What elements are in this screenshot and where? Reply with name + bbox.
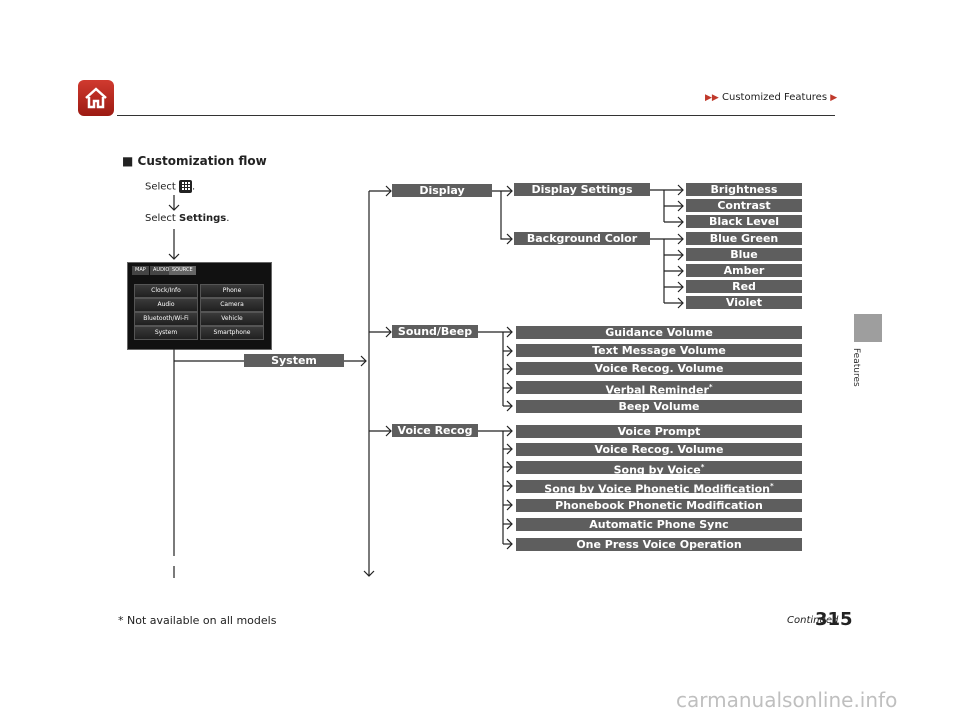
node-display: Display xyxy=(392,184,492,197)
screen-tab: MAP xyxy=(132,266,149,275)
section-tab xyxy=(854,314,882,342)
screen-button: Camera xyxy=(200,298,264,312)
section-title-text: Customization flow xyxy=(137,154,267,168)
node-red: Red xyxy=(686,280,802,293)
node-system: System xyxy=(244,354,344,367)
asterisk-mark: * xyxy=(770,482,774,490)
asterisk-mark: * xyxy=(708,383,713,391)
step-settings-label: Select xyxy=(145,213,176,224)
screen-tab: SOURCE xyxy=(169,266,196,275)
node-blue-green: Blue Green xyxy=(686,232,802,245)
screen-button: Vehicle xyxy=(200,312,264,326)
step-settings-bold: Settings xyxy=(179,213,227,224)
node-verbal-reminder: Verbal Reminder* xyxy=(516,381,802,394)
screen-button: Audio xyxy=(134,298,198,312)
node-song-phonetic-label: Song by Voice Phonetic Modification xyxy=(544,482,771,493)
step-select-suffix: . xyxy=(192,181,196,193)
home-button[interactable] xyxy=(78,80,114,116)
settings-screen-image: MAP AUDIO SOURCE Clock/Info Phone Audio … xyxy=(127,262,272,350)
node-text-message-volume: Text Message Volume xyxy=(516,344,802,357)
watermark: carmanualsonline.info xyxy=(676,688,898,712)
screen-button: Clock/Info xyxy=(134,284,198,298)
breadcrumb-arrow-icon: ▶▶ xyxy=(705,93,719,103)
node-black-level: Black Level xyxy=(686,215,802,228)
section-tab-label: Features xyxy=(851,348,861,387)
node-background-color: Background Color xyxy=(514,232,650,245)
breadcrumb-label: Customized Features xyxy=(722,92,828,103)
screen-button: Smartphone xyxy=(200,326,264,340)
step-settings-suffix: . xyxy=(226,213,230,224)
section-marker: ■ xyxy=(122,154,134,168)
node-song-phonetic: Song by Voice Phonetic Modification* xyxy=(516,480,802,493)
breadcrumb-arrow-icon: ▶ xyxy=(830,93,838,103)
screen-button: Bluetooth/Wi-Fi xyxy=(134,312,198,326)
breadcrumb: ▶▶ Customized Features ▶ xyxy=(705,92,837,103)
screen-button: Phone xyxy=(200,284,264,298)
footnote: * Not available on all models xyxy=(118,614,277,627)
node-voice-recog-volume-2: Voice Recog. Volume xyxy=(516,443,802,456)
step-select-label: Select xyxy=(145,181,176,193)
step-select-settings: Select Settings. xyxy=(145,213,229,224)
node-phonebook-phonetic: Phonebook Phonetic Modification xyxy=(516,499,802,512)
node-amber: Amber xyxy=(686,264,802,277)
home-icon xyxy=(85,87,107,109)
node-voice-recog-volume: Voice Recog. Volume xyxy=(516,362,802,375)
node-blue: Blue xyxy=(686,248,802,261)
node-sound-beep: Sound/Beep xyxy=(392,325,478,338)
node-brightness: Brightness xyxy=(686,183,802,196)
node-one-press-voice: One Press Voice Operation xyxy=(516,538,802,551)
screen-tab: AUDIO xyxy=(150,266,173,275)
node-song-by-voice-label: Song by Voice xyxy=(613,463,701,474)
node-verbal-reminder-label: Verbal Reminder xyxy=(605,383,709,394)
continued-label: Continued xyxy=(787,615,839,626)
node-display-settings: Display Settings xyxy=(514,183,650,196)
home-grid-icon xyxy=(179,180,193,193)
node-voice-recog: Voice Recog xyxy=(392,424,478,437)
node-violet: Violet xyxy=(686,296,802,309)
node-contrast: Contrast xyxy=(686,199,802,212)
node-automatic-phone-sync: Automatic Phone Sync xyxy=(516,518,802,531)
node-voice-prompt: Voice Prompt xyxy=(516,425,802,438)
step-select-home: Select . xyxy=(145,180,195,193)
node-song-by-voice: Song by Voice* xyxy=(516,461,802,474)
asterisk-mark: * xyxy=(700,463,705,471)
screen-button: System xyxy=(134,326,198,340)
page-number: 315 xyxy=(815,609,853,630)
header-divider xyxy=(117,115,835,116)
node-guidance-volume: Guidance Volume xyxy=(516,326,802,339)
section-title: ■ Customization flow xyxy=(122,154,267,168)
node-beep-volume: Beep Volume xyxy=(516,400,802,413)
